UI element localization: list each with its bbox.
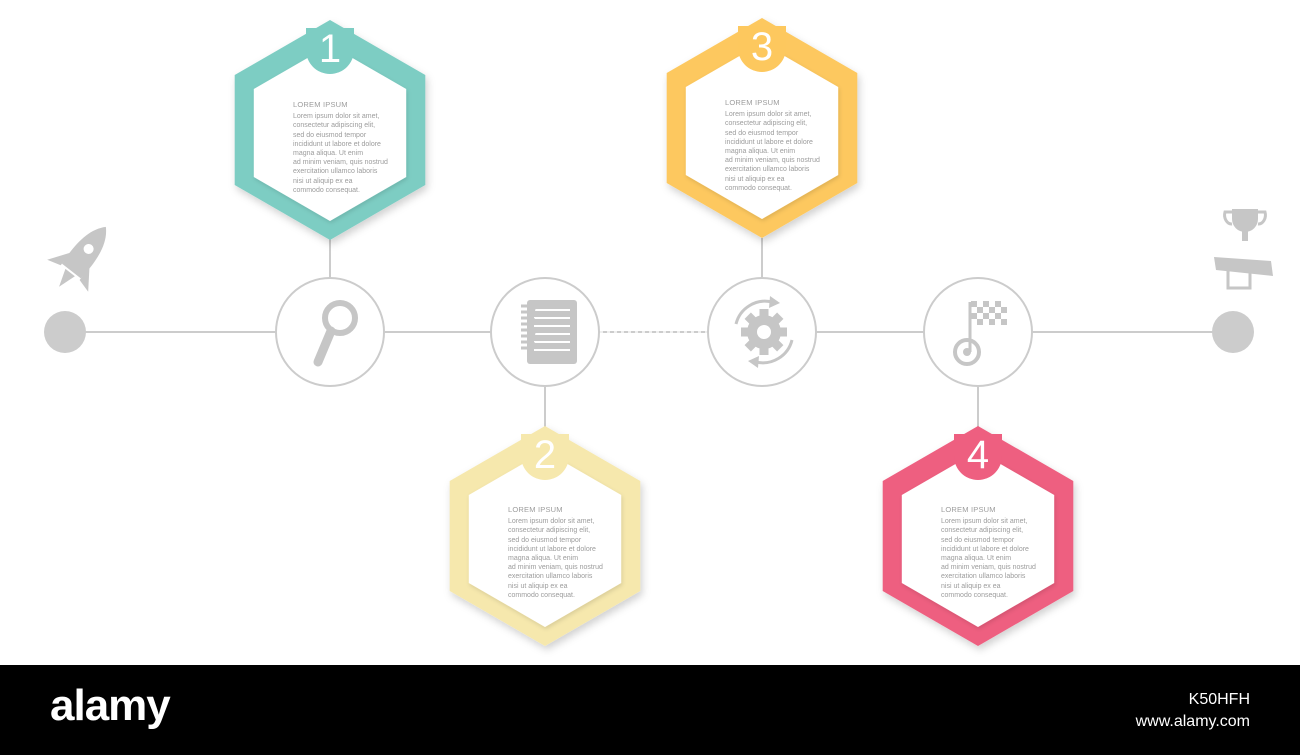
step-2-body: Lorem ipsum dolor sit amet, consectetur …	[508, 518, 603, 599]
step-1-card: 1	[234, 20, 426, 240]
finish-flag-icon	[953, 301, 1007, 366]
step-4-number: 4	[967, 433, 989, 477]
step-3-heading: LOREM IPSUM	[725, 98, 780, 107]
diagram-canvas: 1 2 3 4	[44, 18, 1273, 646]
step-2-card: 2	[449, 426, 641, 646]
step-4-body: Lorem ipsum dolor sit amet, consectetur …	[941, 518, 1036, 599]
step-4-card: 4	[882, 426, 1074, 646]
step-3-number-tab	[738, 26, 786, 72]
step-4-hexagon-inner	[901, 451, 1055, 627]
trophy-icon	[1214, 209, 1273, 290]
milestone-circle-4	[923, 277, 1033, 387]
notepad-icon	[521, 300, 577, 364]
step-2-number-tab	[521, 434, 569, 480]
timeline-axis	[44, 311, 1254, 353]
step-2-number: 2	[534, 433, 556, 477]
image-id: K50HFH	[1188, 691, 1250, 708]
timeline-infographic: 1 2 3 4 LOREM IPSUM Lorem ipsum dolor sit a…	[44, 18, 1273, 646]
step-2-hexagon-inner	[468, 451, 622, 627]
timeline-start-dot	[44, 311, 86, 353]
watermark-footer: alamy K50HFH www.alamy.com	[0, 665, 1300, 755]
step-1-number-tab	[306, 28, 354, 74]
step-1-number: 1	[319, 27, 341, 71]
gear-cycle-icon	[734, 296, 794, 368]
step-1-heading: LOREM IPSUM	[293, 100, 348, 109]
step-3-hexagon-inner	[685, 43, 839, 219]
step-3-card: 3	[666, 18, 858, 238]
step-4-heading: LOREM IPSUM	[941, 505, 996, 514]
site-url: www.alamy.com	[1135, 713, 1250, 730]
rocket-icon	[47, 226, 107, 292]
step-4-number-tab	[954, 434, 1002, 480]
step-2-text: LOREM IPSUM Lorem ipsum dolor sit amet, …	[508, 505, 628, 600]
step-3-body: Lorem ipsum dolor sit amet, consectetur …	[725, 111, 820, 192]
step-3-number: 3	[751, 25, 773, 69]
step-1-text: LOREM IPSUM Lorem ipsum dolor sit amet, …	[293, 100, 413, 195]
magnifier-icon	[313, 300, 358, 367]
image-id-block: K50HFH www.alamy.com	[1136, 689, 1250, 733]
step-3-text: LOREM IPSUM Lorem ipsum dolor sit amet, …	[725, 98, 845, 193]
timeline-end-dot	[1212, 311, 1254, 353]
step-1-hexagon-inner	[253, 45, 407, 221]
step-4-text: LOREM IPSUM Lorem ipsum dolor sit amet, …	[941, 505, 1061, 600]
step-2-heading: LOREM IPSUM	[508, 505, 563, 514]
step-1-body: Lorem ipsum dolor sit amet, consectetur …	[293, 113, 388, 194]
alamy-logo: alamy	[50, 681, 171, 730]
